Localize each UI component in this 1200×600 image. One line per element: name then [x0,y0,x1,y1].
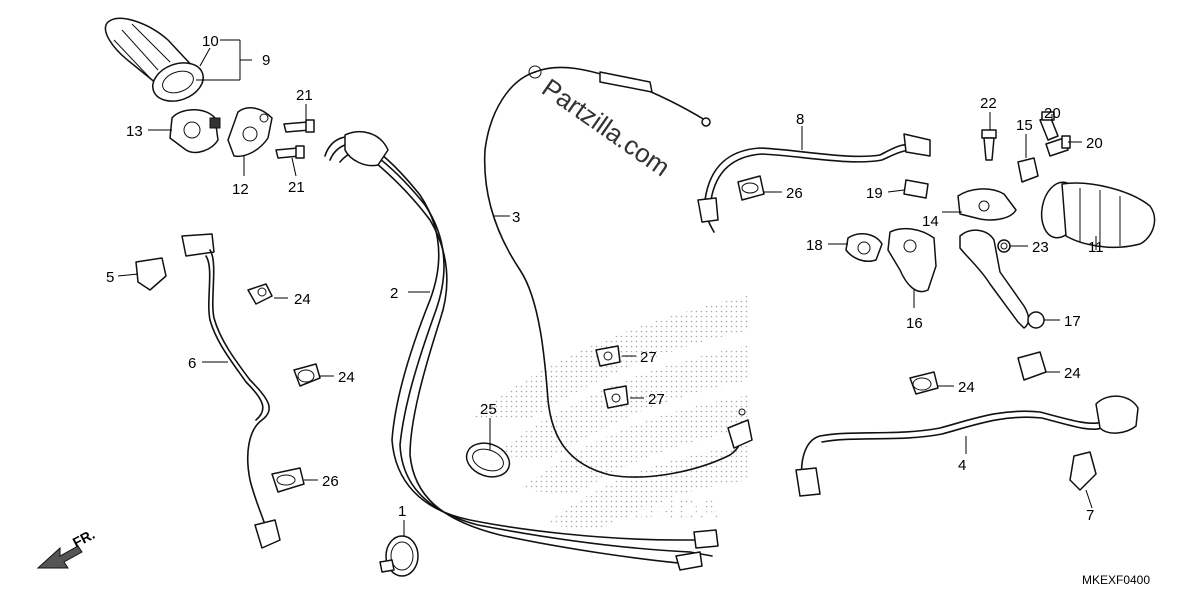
clutch-cable-3 [483,65,753,478]
clip-7 [1069,451,1097,491]
bolt-21-upper [283,119,315,133]
bolt-21-lower [275,145,305,159]
callout-12: 12 [232,181,249,198]
callout-8: 8 [796,111,804,128]
leader-lines [117,39,1097,536]
honda-wing-watermark: HONDA [470,295,750,530]
callout-20-upper: 20 [1044,105,1061,122]
lever-bracket-14 [957,188,1017,221]
harness-4-wire [795,395,1139,497]
bolt-22 [981,129,997,161]
throttle-housing-lower-part [227,106,273,158]
callout-11: 11 [1088,239,1104,256]
callout-26-left: 26 [322,473,339,490]
clamp-27-upper [595,345,621,367]
callout-25: 25 [480,401,497,418]
callout-27-lower: 27 [648,391,665,408]
callout-21-lower: 21 [288,179,305,196]
callout-26-right: 26 [786,185,803,202]
callout-10: 10 [202,33,219,50]
callout-5: 5 [106,269,114,286]
callout-24-left-lower: 24 [338,369,355,386]
callout-15: 15 [1016,117,1033,134]
callout-13: 13 [126,123,143,140]
harness-6-connector [254,519,281,549]
callout-17: 17 [1064,313,1081,330]
clip-26-right [737,175,765,201]
harness-6-wire-b [205,255,264,421]
callout-4: 4 [958,457,966,474]
watermark-text: Partzilla.com [537,72,676,182]
honda-letters-watermark: HONDA [610,494,720,527]
lever-holder-16 [887,227,937,293]
harness-6-wire [209,249,270,526]
callout-9: 9 [262,52,270,69]
clip-24-left-upper [247,283,273,305]
throttle-housing-part [169,109,221,154]
clamp-27-lower [603,385,629,409]
harness-8-wire [697,133,931,233]
bolt-20-upper [1039,111,1059,141]
ring-1 [379,535,419,577]
grip-11-part [1040,181,1156,249]
callout-1: 1 [398,503,406,520]
clip-26-left [271,467,305,493]
callout-labels: 10 9 13 12 21 21 5 6 24 24 26 2 3 25 1 8… [106,33,1104,524]
callout-22: 22 [980,95,997,112]
callout-24-right: 24 [958,379,975,396]
switch-housing-part [135,233,215,291]
nut-19 [903,179,929,199]
callout-24-right-upper: 24 [1064,365,1081,382]
callout-16: 16 [906,315,923,332]
callout-20-lower: 20 [1086,135,1103,152]
nut-23 [997,239,1011,253]
bracket-15 [1017,157,1039,183]
clip-24-right-upper [1017,351,1047,381]
lever-17 [959,229,1045,329]
band-25 [465,442,511,478]
throttle-cable-2 [324,131,719,571]
callout-7: 7 [1086,507,1094,524]
front-direction-indicator: FR. [36,526,97,569]
clip-24-left-lower [293,363,321,387]
callout-24-left-upper: 24 [294,291,311,308]
adjuster-18 [845,232,883,262]
diagram-code: MKEXF0400 [1082,573,1150,587]
clip-24-right [909,371,939,395]
callout-6: 6 [188,355,196,372]
callout-2: 2 [390,285,398,302]
throttle-grip-part [104,17,204,102]
callout-18: 18 [806,237,823,254]
callout-14: 14 [922,213,939,230]
callout-3: 3 [512,209,520,226]
callout-23: 23 [1032,239,1049,256]
callout-19: 19 [866,185,883,202]
callout-21-upper: 21 [296,87,313,104]
callout-27-upper: 27 [640,349,657,366]
front-direction-label: FR. [70,526,97,551]
front-arrow-icon [36,545,83,569]
